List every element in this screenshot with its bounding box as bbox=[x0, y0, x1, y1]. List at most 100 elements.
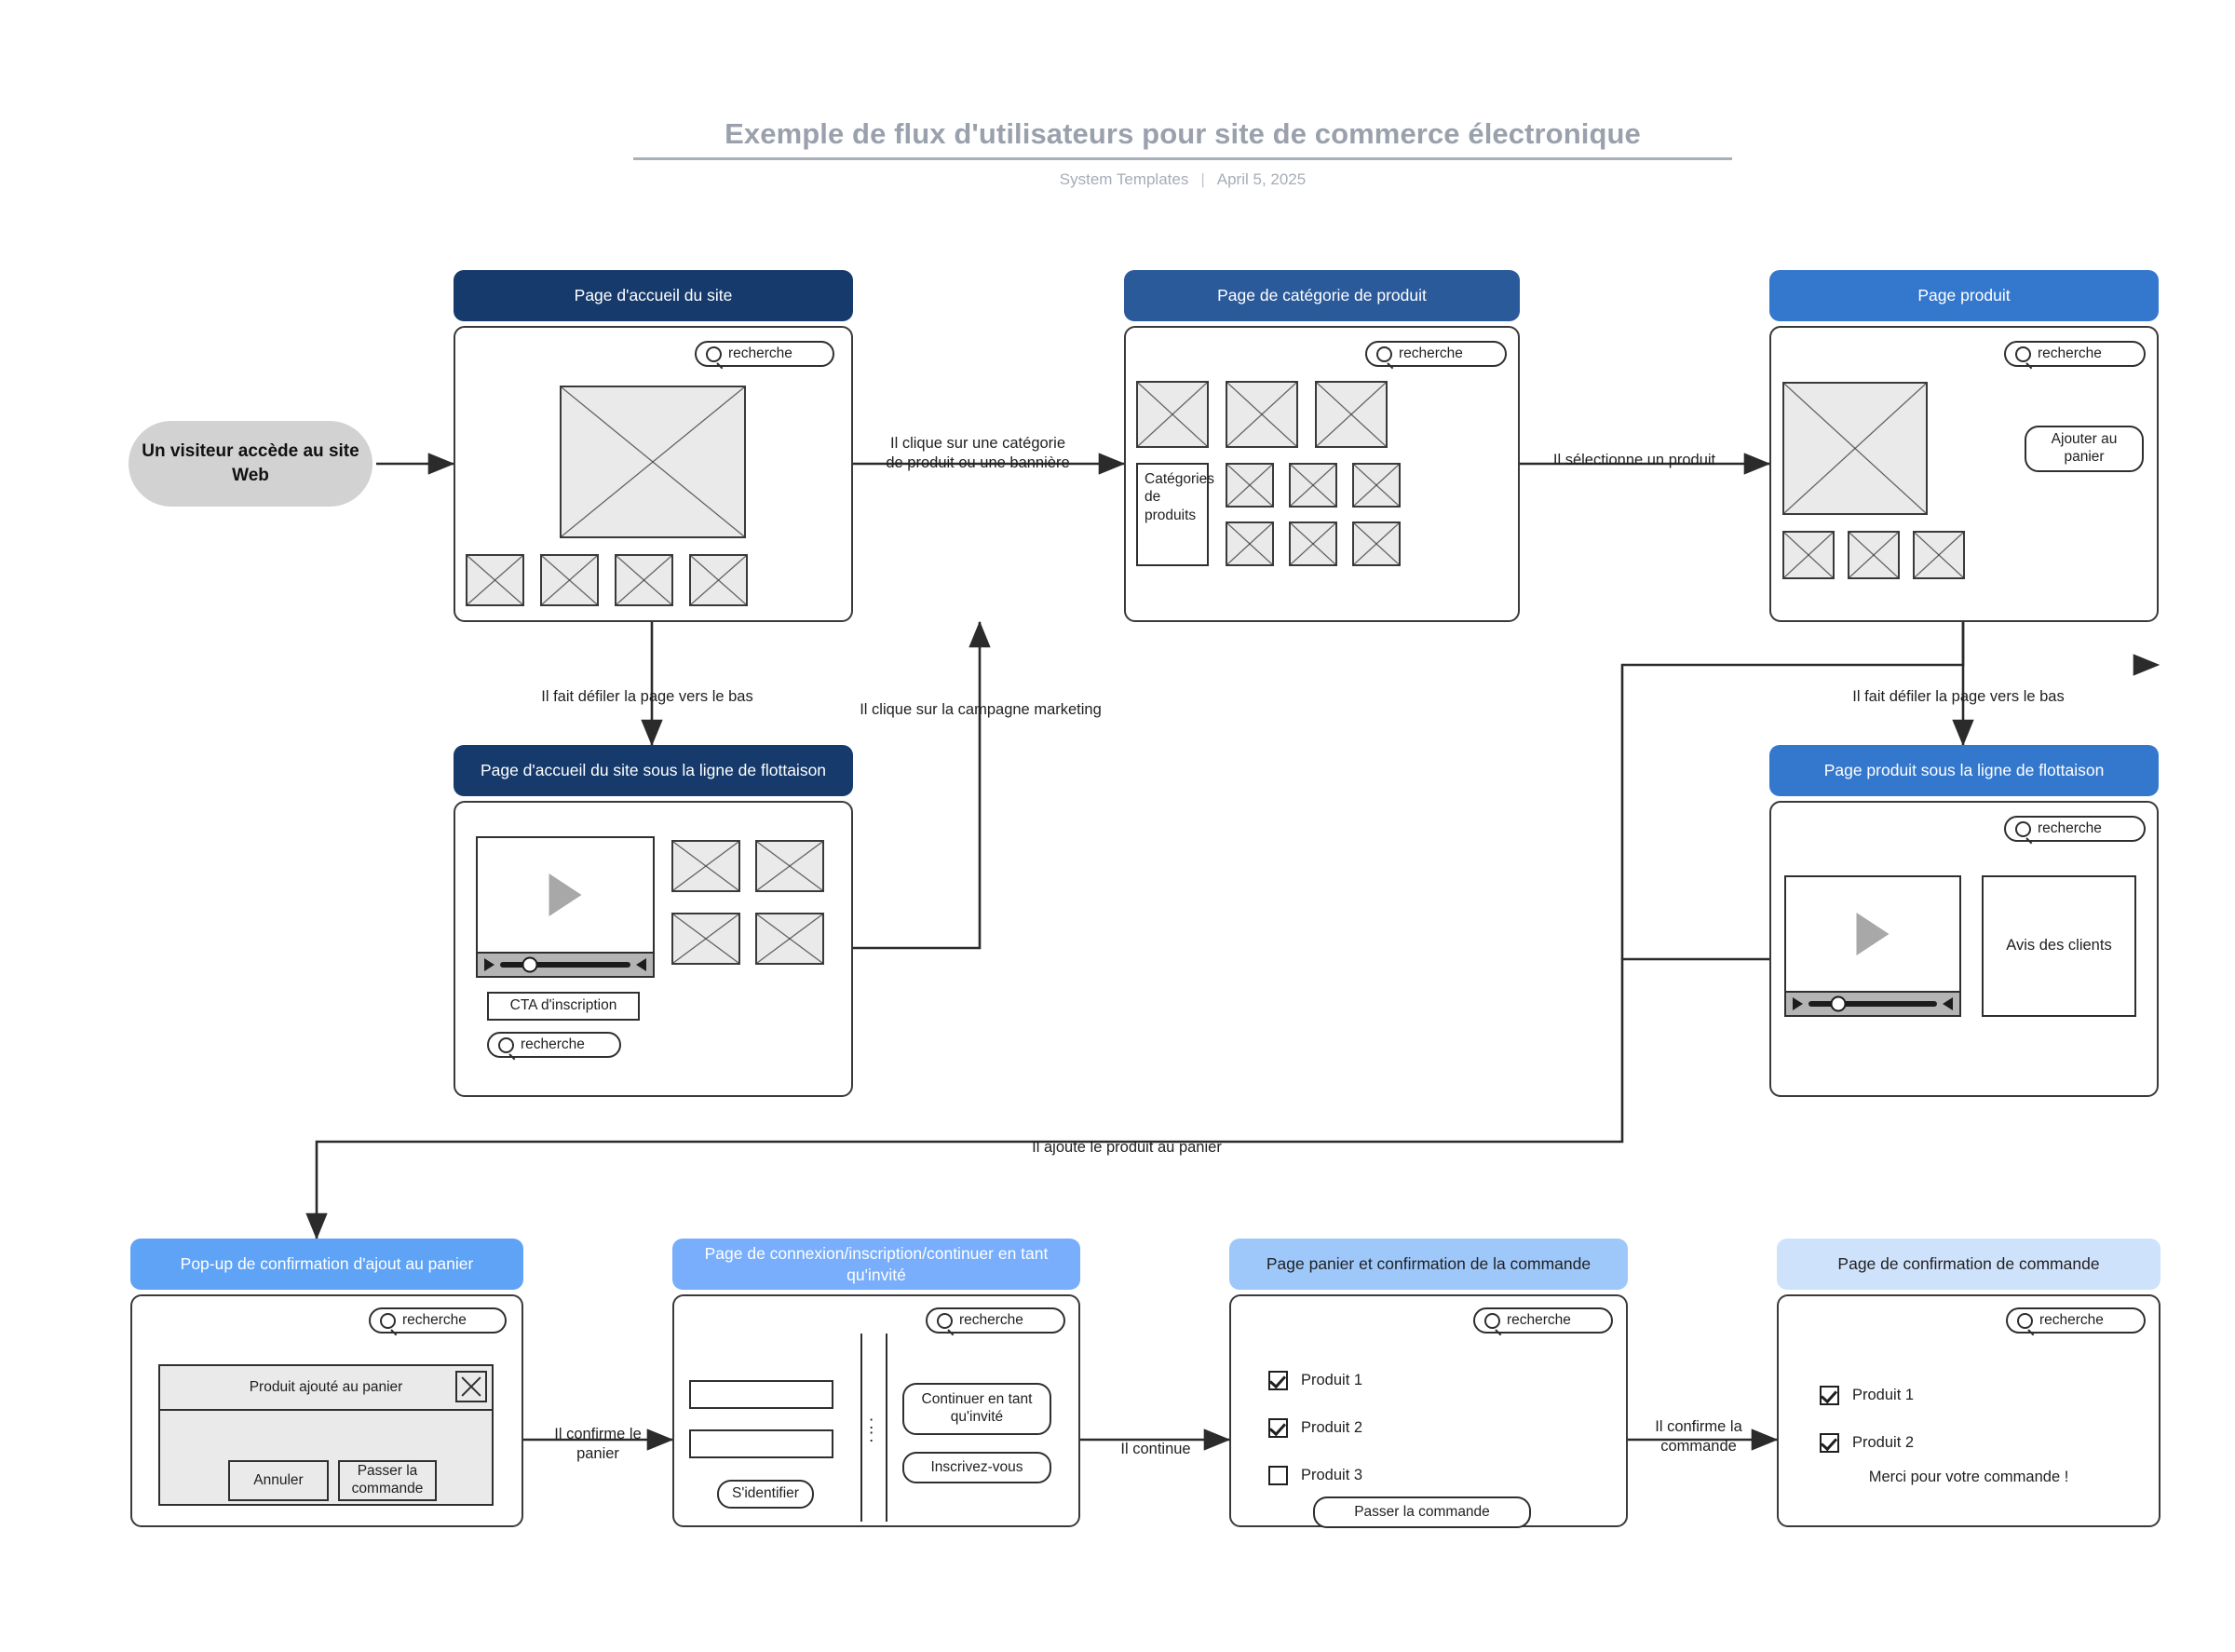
video-controls[interactable] bbox=[1786, 991, 1959, 1015]
node-homepage-below-fold[interactable]: Page d'accueil du site sous la ligne de … bbox=[454, 745, 853, 1097]
checkout-button[interactable]: Passer la commande bbox=[338, 1460, 437, 1501]
checkout-button[interactable]: Passer la commande bbox=[1313, 1496, 1531, 1528]
checkbox-checked-icon[interactable] bbox=[1268, 1418, 1288, 1438]
cart-item-label: Produit 3 bbox=[1301, 1467, 1363, 1483]
thumb-placeholder bbox=[671, 840, 740, 892]
progress-slider[interactable] bbox=[1808, 995, 1937, 1012]
product-thumb-placeholder bbox=[1226, 521, 1274, 566]
search-field[interactable]: recherche bbox=[487, 1032, 621, 1058]
volume-icon[interactable] bbox=[1943, 997, 1953, 1010]
email-field[interactable] bbox=[689, 1380, 833, 1409]
search-field[interactable]: recherche bbox=[2006, 1307, 2146, 1334]
search-field[interactable]: recherche bbox=[2004, 341, 2146, 367]
thumb-placeholder bbox=[755, 840, 824, 892]
order-item-label: Produit 2 bbox=[1852, 1434, 1915, 1451]
customer-reviews-panel[interactable]: Avis des clients bbox=[1982, 875, 2136, 1017]
search-icon bbox=[2017, 1312, 2033, 1329]
node-login-title: Page de connexion/inscription/continuer … bbox=[672, 1239, 1080, 1290]
search-field[interactable]: recherche bbox=[369, 1307, 507, 1334]
search-placeholder: recherche bbox=[2038, 345, 2102, 361]
node-cart[interactable]: Page panier et confirmation de la comman… bbox=[1229, 1239, 1628, 1528]
product-thumb-placeholder bbox=[1352, 463, 1401, 508]
node-cart-popup[interactable]: Pop-up de confirmation d'ajout au panier… bbox=[130, 1239, 523, 1527]
node-order-confirmation-title: Page de confirmation de commande bbox=[1777, 1239, 2160, 1290]
node-category[interactable]: Page de catégorie de produit recherche C… bbox=[1124, 270, 1520, 622]
cart-item-row[interactable]: Produit 2 bbox=[1268, 1418, 1362, 1438]
thumb-placeholder bbox=[615, 554, 673, 606]
video-screen bbox=[1786, 877, 1959, 991]
thumb-placeholder bbox=[671, 913, 740, 965]
thumb-placeholder bbox=[689, 554, 748, 606]
node-category-body: recherche Catégories de produits bbox=[1124, 326, 1520, 622]
cart-item-row[interactable]: Produit 3 bbox=[1268, 1466, 1362, 1485]
start-terminator: Un visiteur accède au site Web bbox=[129, 421, 372, 507]
node-homepage-below-fold-body: CTA d'inscription recherche bbox=[454, 801, 853, 1097]
node-homepage-title: Page d'accueil du site bbox=[454, 270, 853, 321]
product-main-image-placeholder bbox=[1782, 382, 1928, 515]
edge-label-marketing-campaign: Il clique sur la campagne marketing bbox=[860, 701, 1102, 718]
search-icon bbox=[1484, 1312, 1500, 1329]
node-login[interactable]: Page de connexion/inscription/continuer … bbox=[672, 1239, 1080, 1527]
checkbox-unchecked-icon[interactable] bbox=[1268, 1466, 1288, 1485]
search-placeholder: recherche bbox=[402, 1312, 467, 1328]
video-controls[interactable] bbox=[478, 952, 653, 976]
page-title: Exemple de flux d'utilisateurs pour site… bbox=[725, 117, 1641, 150]
signup-button[interactable]: Inscrivez-vous bbox=[902, 1452, 1051, 1483]
volume-icon[interactable] bbox=[636, 958, 646, 971]
product-thumb-placeholder bbox=[1782, 531, 1835, 579]
node-order-confirmation[interactable]: Page de confirmation de commande recherc… bbox=[1777, 1239, 2160, 1527]
search-placeholder: recherche bbox=[2038, 820, 2102, 836]
node-cart-popup-body: recherche Produit ajouté au panier Annul… bbox=[130, 1294, 523, 1527]
play-icon[interactable] bbox=[1856, 913, 1890, 955]
node-product[interactable]: Page produit recherche Ajouter au panier bbox=[1769, 270, 2159, 622]
subtitle-separator: | bbox=[1200, 170, 1205, 188]
password-field[interactable] bbox=[689, 1429, 833, 1458]
node-homepage[interactable]: Page d'accueil du site recherche bbox=[454, 270, 853, 622]
node-product-below-fold-body: recherche Avis des clients bbox=[1769, 801, 2159, 1097]
product-thumb-placeholder bbox=[1848, 531, 1900, 579]
checkbox-checked-icon bbox=[1820, 1433, 1839, 1453]
node-product-body: recherche Ajouter au panier bbox=[1769, 326, 2159, 622]
signin-button[interactable]: S'identifier bbox=[717, 1480, 814, 1509]
edge-label-select-product: Il sélectionne un produit bbox=[1552, 452, 1716, 468]
search-field[interactable]: recherche bbox=[2004, 816, 2146, 842]
video-player[interactable] bbox=[476, 836, 655, 978]
divider-dots: :: bbox=[869, 1414, 874, 1446]
cancel-button[interactable]: Annuler bbox=[228, 1460, 329, 1501]
slider-handle[interactable] bbox=[1830, 995, 1847, 1012]
add-to-cart-button[interactable]: Ajouter au panier bbox=[2025, 426, 2144, 472]
checkbox-checked-icon bbox=[1820, 1386, 1839, 1405]
slider-handle[interactable] bbox=[522, 956, 538, 973]
thank-you-message: Merci pour votre commande ! bbox=[1868, 1469, 2069, 1485]
divider-right bbox=[886, 1334, 887, 1522]
node-product-below-fold[interactable]: Page produit sous la ligne de flottaison… bbox=[1769, 745, 2159, 1097]
cart-item-label: Produit 1 bbox=[1301, 1372, 1363, 1388]
signup-cta-button[interactable]: CTA d'inscription bbox=[487, 992, 640, 1021]
cart-item-row[interactable]: Produit 1 bbox=[1268, 1371, 1362, 1390]
divider-left bbox=[860, 1334, 862, 1522]
search-placeholder: recherche bbox=[521, 1036, 585, 1052]
node-product-below-fold-title: Page produit sous la ligne de flottaison bbox=[1769, 745, 2159, 796]
progress-slider[interactable] bbox=[500, 956, 630, 973]
search-field[interactable]: recherche bbox=[1473, 1307, 1613, 1334]
modal-title-bar: Produit ajouté au panier bbox=[160, 1366, 492, 1411]
category-image-placeholder bbox=[1315, 381, 1388, 448]
video-player[interactable] bbox=[1784, 875, 1961, 1017]
play-icon[interactable] bbox=[549, 873, 582, 916]
search-field[interactable]: recherche bbox=[695, 341, 834, 367]
search-icon bbox=[2015, 820, 2031, 837]
modal-title: Produit ajouté au panier bbox=[249, 1379, 403, 1396]
edge-label-continue: Il continue bbox=[1120, 1441, 1191, 1457]
continue-as-guest-button[interactable]: Continuer en tant qu'invité bbox=[902, 1383, 1051, 1435]
search-field[interactable]: recherche bbox=[1365, 341, 1507, 367]
checkbox-checked-icon[interactable] bbox=[1268, 1371, 1288, 1390]
search-field[interactable]: recherche bbox=[926, 1307, 1065, 1334]
node-cart-body: recherche Produit 1 Produit 2 Produit 3 … bbox=[1229, 1294, 1628, 1528]
category-image-placeholder bbox=[1136, 381, 1209, 448]
play-small-icon[interactable] bbox=[1793, 997, 1803, 1010]
edge-label-confirm-order: Il confirme la commande bbox=[1655, 1418, 1742, 1456]
play-small-icon[interactable] bbox=[484, 958, 494, 971]
edge-label-confirm-cart: Il confirme le panier bbox=[554, 1426, 642, 1463]
close-icon[interactable] bbox=[455, 1371, 487, 1402]
search-icon bbox=[2015, 345, 2031, 362]
